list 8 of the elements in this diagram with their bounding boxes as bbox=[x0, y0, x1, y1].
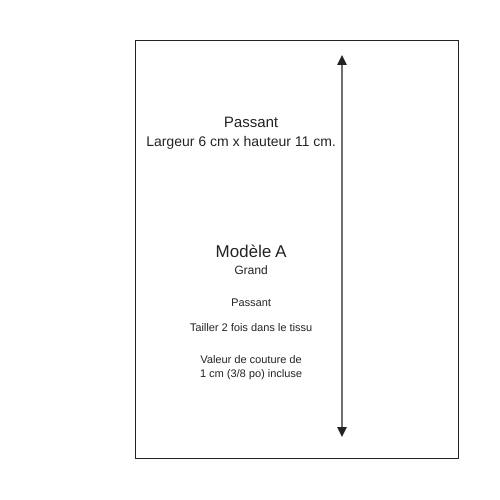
size-text: Grand bbox=[234, 263, 268, 278]
seam-allowance-note: Valeur de couture de 1 cm (3/8 po) incluse bbox=[199, 354, 303, 382]
pattern-piece bbox=[135, 40, 459, 459]
pattern-title: Modèle A bbox=[216, 241, 286, 262]
dimension-text: Largeur 6 cm x hauteur 11 cm. bbox=[146, 133, 336, 150]
piece-name: Passant bbox=[224, 114, 278, 133]
cutting-instruction: Tailler 2 fois dans le tissu bbox=[190, 322, 312, 336]
piece-name: Passant bbox=[231, 297, 271, 311]
